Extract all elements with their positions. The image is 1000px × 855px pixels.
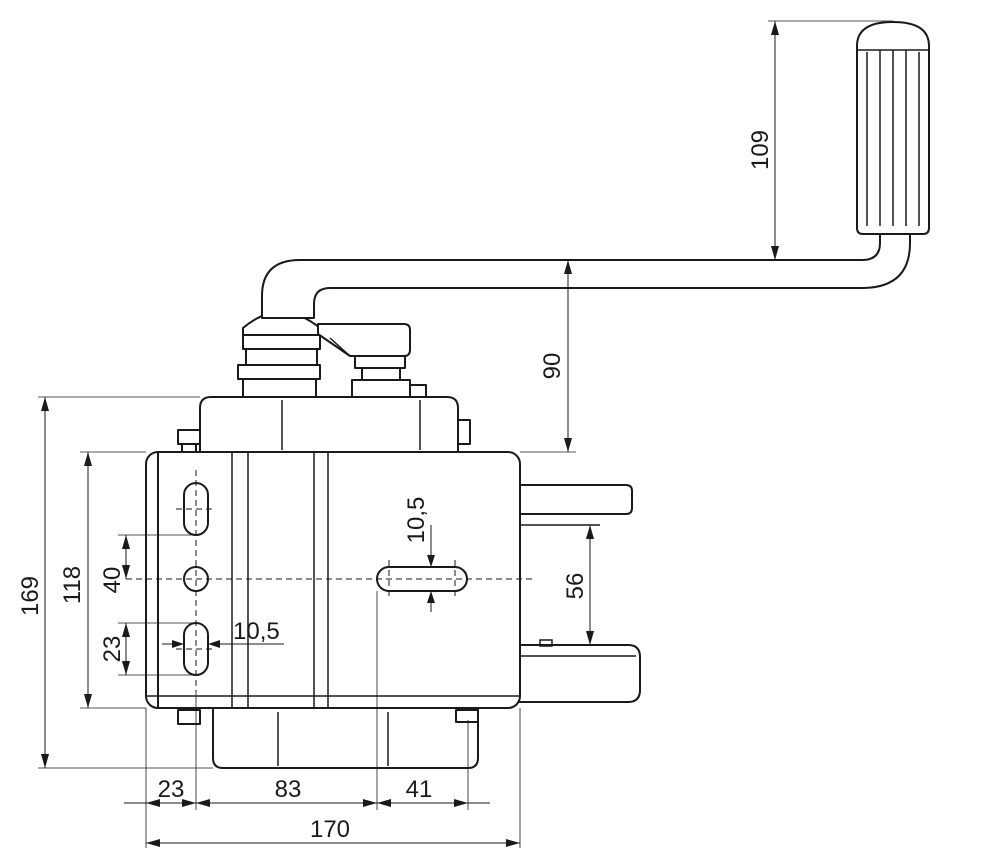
dim-label-right-offset: 41: [406, 776, 433, 803]
dim-label-slot-width-left: 10,5: [233, 618, 280, 645]
nut-bottom-left: [177, 709, 201, 725]
right-bracket-upper: [517, 484, 633, 515]
bushing-ring: [237, 364, 321, 380]
dim-label-left-offset: 23: [158, 776, 185, 803]
top-gear-cover: [199, 396, 459, 453]
nut-top-left-washer: [181, 443, 197, 453]
nut-top-right: [457, 419, 471, 445]
dim-label-slot-length-left: 23: [99, 636, 126, 663]
center-lines: [126, 470, 534, 692]
dim-label-hole-distance: 83: [275, 776, 302, 803]
dim-label-body-height: 118: [59, 566, 86, 604]
bushing-ring: [242, 334, 321, 350]
bushing-ring: [245, 348, 318, 366]
dim-label-total-width: 170: [310, 816, 350, 843]
winch-body-group: [145, 21, 930, 769]
dimension-lines: [38, 20, 893, 848]
bracket-pin: [539, 639, 553, 647]
dimension-labels: 109 90 169 118 40 23 10,5 10,5 56 23 83 …: [17, 130, 774, 843]
dim-label-bracket-gap: 56: [562, 573, 589, 600]
nut-bottom-right: [455, 709, 479, 723]
lever-pivot: [361, 367, 401, 381]
nut-top-left: [177, 429, 201, 445]
lever-screw: [409, 384, 427, 398]
dim-label-handle-height: 109: [747, 130, 774, 170]
dim-label-crank-offset: 90: [539, 353, 566, 380]
lever-base: [351, 379, 411, 398]
bottom-drum-cover: [212, 707, 479, 769]
right-bracket-lower: [517, 644, 641, 703]
crank-arm: [261, 231, 911, 319]
lever-pivot: [354, 355, 406, 369]
dim-label-hole-spacing: 40: [99, 567, 126, 594]
dim-label-total-height: 169: [17, 576, 44, 616]
dim-label-slot-width-center: 10,5: [403, 497, 430, 544]
bushing-ring: [242, 378, 317, 398]
